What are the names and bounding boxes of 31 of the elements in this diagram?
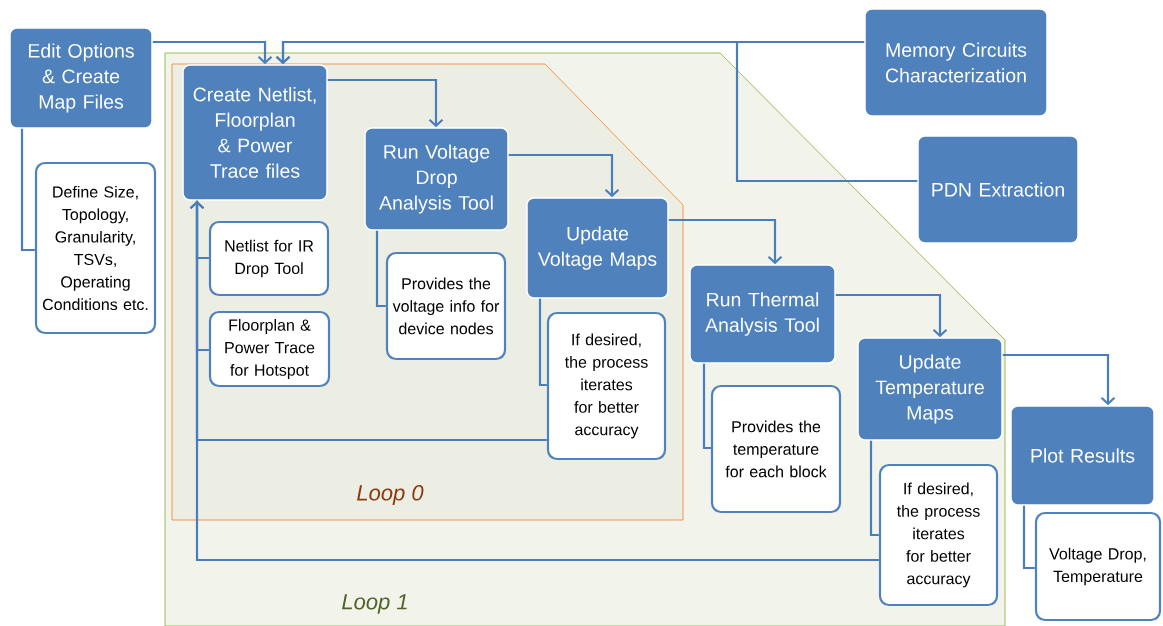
arrow <box>835 293 948 338</box>
process-box: Memory Circuits Characterization <box>864 8 1048 117</box>
arrow <box>327 78 444 128</box>
process-box: Create Netlist, Floorplan & Power Trace files <box>182 64 328 201</box>
connector-line <box>538 298 547 387</box>
connector-line <box>20 128 35 252</box>
arrow <box>189 200 879 562</box>
process-box: Update Voltage Maps <box>526 197 669 299</box>
connector-line <box>375 230 386 308</box>
note-box: Voltage Drop, Temperature <box>1034 511 1162 622</box>
note-box: Provides the temperature for each block <box>710 384 842 514</box>
arrow <box>668 218 783 265</box>
note-box: If desired, the process iterates for better accuracy <box>546 311 667 461</box>
note-box: Floorplan & Power Trace for Hotspot <box>208 310 331 388</box>
connector-line <box>702 363 711 450</box>
arrow <box>508 153 620 198</box>
connector-line <box>869 440 879 537</box>
arrow <box>275 40 918 183</box>
arrow <box>1002 353 1116 406</box>
process-box: PDN Extraction <box>917 135 1079 244</box>
note-box: Provides the voltage info for device nodes <box>385 251 507 361</box>
arrow <box>152 40 273 65</box>
note-box: Define Size, Topology, Granularity, TSVs, Operating Conditions etc. <box>34 161 157 335</box>
process-box: Plot Results <box>1010 405 1155 506</box>
note-box: If desired, the process iterates for better accuracy <box>878 463 999 607</box>
process-box: Run Voltage Drop Analysis Tool <box>364 127 509 231</box>
note-box: Netlist for IR Drop Tool <box>208 220 330 297</box>
process-box: Edit Options & Create Map Files <box>9 27 153 129</box>
connector-line <box>1022 505 1035 570</box>
process-box: Update Temperature Maps <box>857 337 1003 441</box>
process-box: Run Thermal Analysis Tool <box>689 264 836 364</box>
